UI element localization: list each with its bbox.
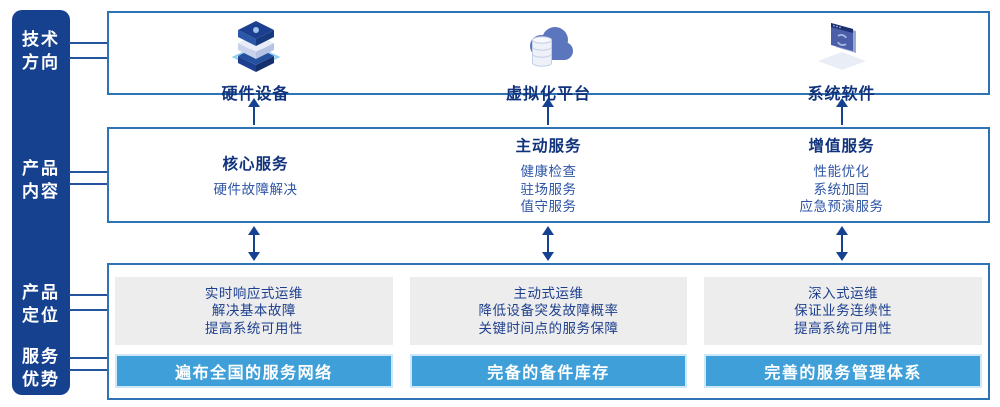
tech-column-hardware: 硬件设备 [109, 13, 402, 103]
service-title: 主动服务 [515, 138, 582, 156]
tech-column-virtualization: 虚拟化平台 [402, 13, 695, 103]
cloud-database-icon [521, 16, 577, 79]
service-item: 系统加固 [813, 181, 870, 197]
sidebar-label-line: 技术 [22, 30, 60, 49]
positioning-point: 解决基本故障 [211, 303, 296, 319]
sidebar-label-line: 方向 [22, 53, 60, 72]
service-title: 增值服务 [808, 138, 875, 156]
double-arrow [248, 226, 260, 261]
sidebar-label-tech-direction: 技术 方向 [12, 28, 70, 74]
sidebar-label-line: 定位 [22, 306, 60, 325]
positioning-point: 保证业务连续性 [794, 303, 893, 319]
service-item: 值守服务 [520, 199, 577, 215]
server-stack-icon [228, 16, 284, 79]
tech-column-software: 系统软件 [695, 13, 988, 103]
sidebar-label-product-positioning: 产品 定位 [12, 281, 70, 327]
positioning-point: 关键时间点的服务保障 [478, 320, 619, 336]
product-positioning-row: 实时响应式运维 解决基本故障 提高系统可用性 遍布全国的服务网络 主动式运维 降… [107, 263, 990, 400]
positioning-point: 降低设备突发故障概率 [478, 303, 619, 319]
advantage-bar: 完备的备件库存 [409, 354, 688, 388]
positioning-column-proactive: 主动式运维 降低设备突发故障概率 关键时间点的服务保障 完备的备件库存 [409, 265, 688, 398]
sidebar-label-line: 服务 [22, 347, 60, 366]
service-column-core: 核心服务 硬件故障解决 [109, 129, 402, 221]
positioning-point: 提高系统可用性 [794, 320, 893, 336]
product-content-row: 核心服务 硬件故障解决 主动服务 健康检查 驻场服务 值守服务 增值服务 性能优… [107, 127, 990, 223]
service-column-proactive: 主动服务 健康检查 驻场服务 值守服务 [402, 129, 695, 221]
positioning-panel: 实时响应式运维 解决基本故障 提高系统可用性 [115, 277, 393, 345]
up-arrow [542, 98, 554, 125]
sidebar-label-line: 产品 [22, 159, 60, 178]
tech-label: 虚拟化平台 [505, 86, 591, 103]
sidebar-label-service-advantage: 服务 优势 [12, 345, 70, 391]
positioning-column-deep: 深入式运维 保证业务连续性 提高系统可用性 完善的服务管理体系 [704, 265, 983, 398]
service-item: 性能优化 [813, 164, 870, 180]
up-arrow [248, 98, 260, 125]
sidebar: 技术 方向 产品 内容 产品 定位 服务 优势 [12, 10, 70, 395]
positioning-point: 提高系统可用性 [204, 320, 303, 336]
service-title: 核心服务 [222, 155, 289, 173]
positioning-point: 主动式运维 [513, 285, 584, 301]
up-arrow [836, 98, 848, 125]
positioning-panel: 深入式运维 保证业务连续性 提高系统可用性 [704, 277, 983, 345]
advantage-bar: 完善的服务管理体系 [704, 354, 983, 388]
tech-direction-row: 硬件设备 [107, 11, 990, 103]
connector-line [69, 183, 108, 185]
positioning-column-realtime: 实时响应式运维 解决基本故障 提高系统可用性 遍布全国的服务网络 [115, 265, 393, 398]
connector-line [69, 57, 108, 59]
positioning-panel: 主动式运维 降低设备突发故障概率 关键时间点的服务保障 [409, 277, 688, 345]
connector-line [69, 357, 108, 359]
positioning-point: 深入式运维 [808, 285, 879, 301]
service-item: 驻场服务 [520, 181, 577, 197]
sidebar-label-line: 内容 [22, 182, 60, 201]
connector-line [69, 309, 108, 311]
tech-label: 硬件设备 [221, 86, 290, 103]
sidebar-label-product-content: 产品 内容 [12, 157, 70, 203]
service-item: 健康检查 [520, 164, 577, 180]
service-item: 应急预演服务 [799, 199, 884, 215]
advantage-bar: 遍布全国的服务网络 [115, 354, 393, 388]
sidebar-label-line: 产品 [22, 283, 60, 302]
connector-line [69, 171, 108, 173]
connector-line [69, 294, 108, 296]
sidebar-label-line: 优势 [22, 370, 60, 389]
positioning-point: 实时响应式运维 [204, 285, 303, 301]
code-window-icon [814, 16, 870, 79]
connector-line [69, 369, 108, 371]
service-item: 硬件故障解决 [213, 181, 298, 197]
service-column-value-added: 增值服务 性能优化 系统加固 应急预演服务 [695, 129, 988, 221]
tech-label: 系统软件 [807, 86, 876, 103]
double-arrow [836, 226, 848, 261]
double-arrow [542, 226, 554, 261]
connector-line [69, 42, 108, 44]
